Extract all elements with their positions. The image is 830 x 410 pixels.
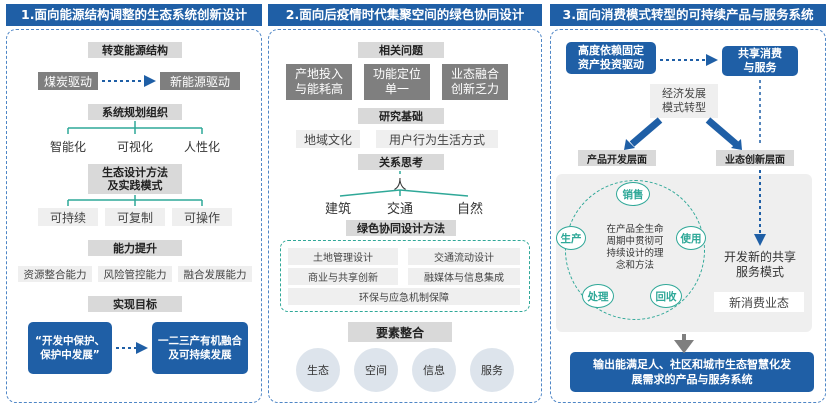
method-sustainable: 可持续 [38,208,98,226]
ability-risk: 风险管控能力 [98,266,172,282]
cycle-use: 使用 [676,226,706,250]
panel2-title: 2.面向后疫情时代集聚空间的绿色协同设计 [268,4,542,26]
arrow-to-business [705,117,739,147]
thinking-branch [339,171,469,197]
output-box: 输出能满足人、社区和城市生态智慧化发 展需求的产品与服务系统 [570,352,814,392]
method-mobility: 交通流动设计 [408,248,520,265]
arrow-to-product [629,117,663,147]
lifecycle-center: 在产品全生命 周期中贯彻可 持续设计的理 念和方法 [606,224,664,271]
ability-resource: 资源整合能力 [18,266,92,282]
goal-protect-develop: “开发中保护、 保护中发展” [28,322,112,374]
panel3-title: 3.面向消费模式转型的可持续产品与服务系统 [550,4,826,26]
new-consumption: 新消费业态 [714,292,804,312]
ability-fusion: 融合发展能力 [178,266,252,282]
issues-header: 相关问题 [358,42,444,58]
down-to-output-arrow [674,334,694,354]
method-commerce: 商业与共享创新 [288,268,398,285]
lifecycle-ring [565,180,705,320]
element-service: 服务 [470,348,514,392]
method-header: 绿色协同设计方法 [346,220,456,236]
transform-box: 经济发展 模式转型 [650,84,718,118]
thinking-traffic: 交通 [386,202,413,217]
energy-structure-header: 转变能源结构 [88,42,182,58]
panel2-frame [268,29,542,403]
research-header: 研究基础 [358,108,444,124]
panel1-frame [6,29,262,403]
issue-energy: 产地投入 与能耗高 [286,64,352,100]
cycle-produce: 生产 [556,226,586,250]
cycle-process: 处理 [582,284,614,308]
issue-innovation: 业态融合 创新乏力 [442,64,508,100]
ability-header: 能力提升 [88,240,182,256]
panel3-frame [550,29,826,403]
method-operable: 可操作 [172,208,232,226]
research-culture: 地域文化 [296,130,360,148]
method-media: 融媒体与信息集成 [408,268,520,285]
thinking-building: 建筑 [324,202,351,217]
methods-header: 生态设计方法 及实践模式 [88,164,182,194]
method-land: 土地管理设计 [288,248,398,265]
fixed-assets-box: 高度依赖固定 资产投资驱动 [566,42,656,74]
panel1-title: 1.面向能源结构调整的生态系统创新设计 [6,4,262,26]
method-environment: 环保与应急机制保障 [288,288,520,305]
issue-function: 功能定位 单一 [364,64,430,100]
new-energy-box: 新能源驱动 [160,72,240,90]
method-frame [280,240,530,312]
element-space: 空间 [354,348,398,392]
planning-item-smart: 智能化 [49,140,86,154]
cycle-sales: 销售 [616,182,650,206]
coal-driven-box: 煤炭驱动 [38,72,98,90]
planning-branch [67,121,203,134]
research-behavior: 用户行为生活方式 [376,130,498,148]
element-info: 信息 [412,348,456,392]
goal-industry-fusion: 一二三产有机融合 及可持续发展 [152,322,248,374]
sharing-box: 共享消费 与服务 [722,46,798,76]
methods-branch [67,195,203,206]
thinking-nature: 自然 [456,202,483,217]
planning-item-visual: 可视化 [116,140,153,154]
method-replicable: 可复制 [105,208,165,226]
cycle-recycle: 回收 [650,284,682,308]
people-label: 人 [393,178,407,193]
business-innov-header: 业态创新层面 [716,150,794,166]
planning-header: 系统规划组织 [88,104,182,120]
elements-header: 要素整合 [348,322,452,342]
product-dev-header: 产品开发层面 [578,150,656,166]
thinking-header: 关系思考 [358,154,444,170]
new-sharing-mode: 开发新的共享 服务模式 [723,250,796,279]
planning-item-human: 人性化 [183,140,220,154]
element-ecology: 生态 [296,348,340,392]
goal-header: 实现目标 [88,296,182,312]
